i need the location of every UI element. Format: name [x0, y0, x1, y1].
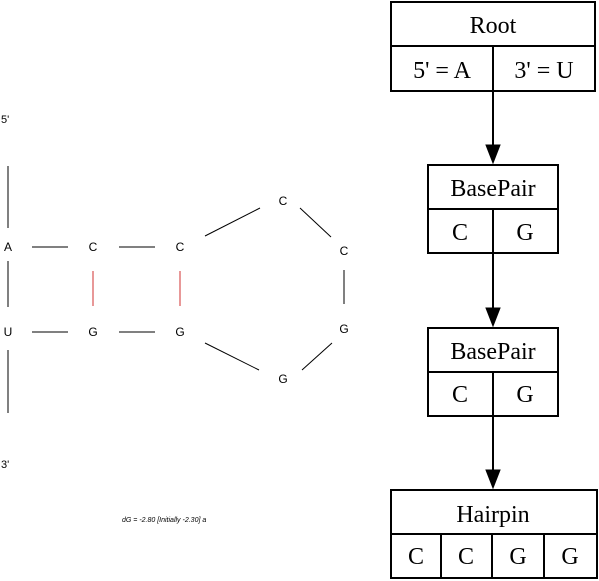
- tree-node-hairpin-cell-2: C: [458, 544, 474, 570]
- nucleotide-loop-2: C: [340, 244, 349, 258]
- tree-node-root-title: Root: [470, 13, 517, 39]
- backbone-loop-5: [204, 342, 260, 371]
- tree-node-hairpin-cell-3: G: [509, 544, 526, 570]
- nucleotide-top-3: C: [176, 240, 185, 254]
- parse-tree: Root 5' = A 3' = U BasePair C G BasePair…: [390, 1, 598, 579]
- tree-node-basepair-1-cell-1: C: [452, 220, 468, 246]
- tree-edge-3-arrowhead: [485, 469, 501, 490]
- tree-node-basepair-2-title: BasePair: [450, 339, 535, 365]
- tree-node-root: Root 5' = A 3' = U: [390, 1, 596, 92]
- tree-node-hairpin-title: Hairpin: [456, 502, 529, 528]
- tree-node-hairpin-cell-4: G: [561, 544, 578, 570]
- backbone-loop-4: [301, 342, 333, 371]
- tree-node-basepair-2-cell-2: G: [516, 382, 533, 408]
- backbone-loop-1: [204, 207, 261, 237]
- tree-node-basepair-1-title: BasePair: [450, 176, 535, 202]
- tree-node-basepair-2-cell-1: C: [452, 382, 468, 408]
- nucleotide-bottom-3: G: [175, 325, 184, 339]
- nucleotide-loop-3: G: [339, 322, 348, 336]
- nucleotide-bottom-2: G: [88, 325, 97, 339]
- tree-edge-2-arrowhead: [485, 307, 501, 328]
- tree-node-hairpin-cell-1: C: [408, 544, 424, 570]
- free-energy-label: dG = -2.80 [Initially -2.30] a: [122, 517, 206, 524]
- nucleotide-bottom-1: U: [4, 325, 13, 339]
- nucleotide-loop-1: C: [279, 194, 288, 208]
- five-prime-label: 5': [1, 114, 9, 126]
- backbone-loop-2: [299, 207, 332, 238]
- nucleotide-loop-4: G: [278, 372, 287, 386]
- tree-node-root-cell-1: 5' = A: [413, 58, 472, 84]
- secondary-structure: 5' 3' A C C U G G C C G G dG = -2.80 [In…: [1, 114, 349, 524]
- nucleotide-top-2: C: [89, 240, 98, 254]
- tree-edge-1-arrowhead: [485, 144, 501, 165]
- tree-node-basepair-1: BasePair C G: [427, 164, 559, 254]
- tree-node-basepair-2: BasePair C G: [427, 327, 559, 417]
- tree-node-root-cell-2: 3' = U: [514, 58, 573, 84]
- tree-node-basepair-1-cell-2: G: [516, 220, 533, 246]
- tree-node-hairpin: Hairpin C C G G: [390, 489, 598, 579]
- nucleotide-top-1: A: [4, 240, 12, 254]
- three-prime-label: 3': [1, 459, 9, 471]
